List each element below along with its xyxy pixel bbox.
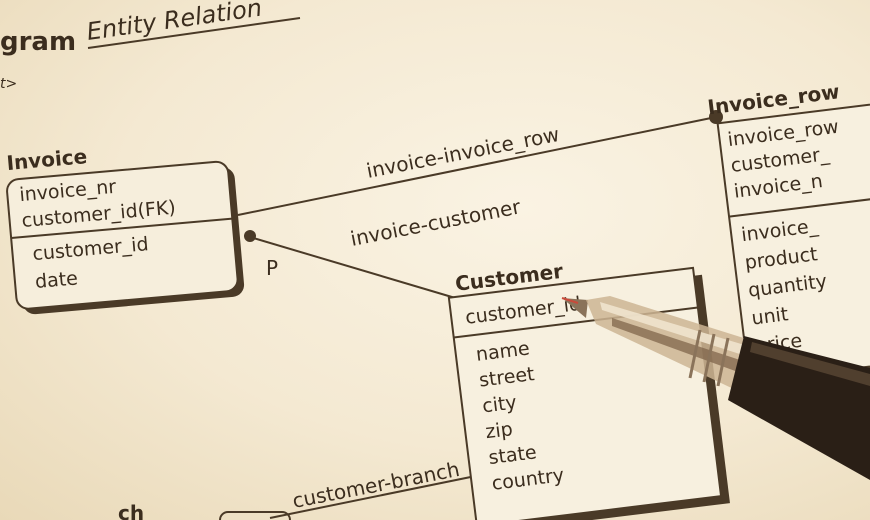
p-marker: P bbox=[266, 256, 278, 280]
rel-label-invoice-customer: invoice-customer bbox=[348, 194, 523, 251]
entity-customer: Customer customer_id name street city zi… bbox=[447, 259, 730, 520]
header-subtitle-underline bbox=[87, 17, 301, 49]
diagram-header: gram Entity Relation t> bbox=[0, 0, 301, 92]
header-subtitle: Entity Relation bbox=[85, 0, 264, 46]
line-customer-branch bbox=[269, 469, 506, 519]
connector-dot-invoice-row bbox=[709, 110, 723, 124]
entity-invoice-attr-2: date bbox=[34, 267, 79, 293]
pen-nib bbox=[561, 297, 579, 304]
line-invoice-invoice-row bbox=[237, 116, 717, 216]
entity-invoice-box bbox=[6, 160, 239, 310]
entity-branch-fragment: ch bbox=[118, 501, 291, 520]
connector-dot-invoice bbox=[244, 230, 256, 242]
pen-ring-1 bbox=[688, 329, 702, 379]
pen-grip-highlight bbox=[750, 342, 870, 386]
entity-invoice-title: Invoice bbox=[6, 144, 89, 175]
pen-tip bbox=[562, 298, 588, 318]
entity-invoice: Invoice invoice_nr customer_id(FK) custo… bbox=[6, 144, 245, 315]
entity-customer-attr-3: city bbox=[481, 391, 518, 417]
rel-label-customer-branch: customer-branch bbox=[290, 457, 461, 513]
pen-ring-2 bbox=[702, 333, 716, 383]
rel-label-invoice-invoice-row: invoice-invoice_row bbox=[364, 122, 561, 183]
entity-branch-title-fragment: ch bbox=[118, 501, 144, 520]
entity-invoice-divider bbox=[11, 217, 233, 239]
header-tag: t> bbox=[0, 76, 17, 92]
pen-icon bbox=[561, 296, 870, 480]
pen-ring-3 bbox=[716, 337, 730, 387]
entity-customer-attr-4: zip bbox=[484, 418, 514, 443]
relationship-lines bbox=[237, 110, 723, 519]
entity-branch-box-fragment bbox=[219, 511, 291, 520]
entity-invoice-row-divider bbox=[728, 191, 870, 218]
line-invoice-customer bbox=[249, 236, 463, 301]
header-title: gram bbox=[0, 27, 76, 57]
entity-invoice-row-attr-4: unit bbox=[750, 303, 789, 329]
